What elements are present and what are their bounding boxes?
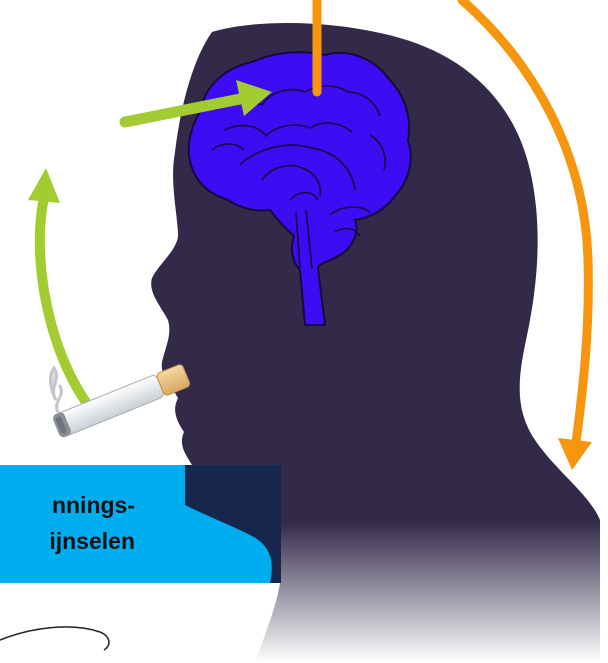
caption-line-1: nnings- bbox=[0, 487, 281, 523]
speech-outline bbox=[0, 627, 109, 650]
green-arrow-curved bbox=[28, 168, 90, 408]
smoke-icon bbox=[50, 368, 61, 412]
caption-line-2: ijnselen bbox=[0, 523, 281, 559]
caption-text-block: nnings- ijnselen bbox=[0, 465, 281, 583]
